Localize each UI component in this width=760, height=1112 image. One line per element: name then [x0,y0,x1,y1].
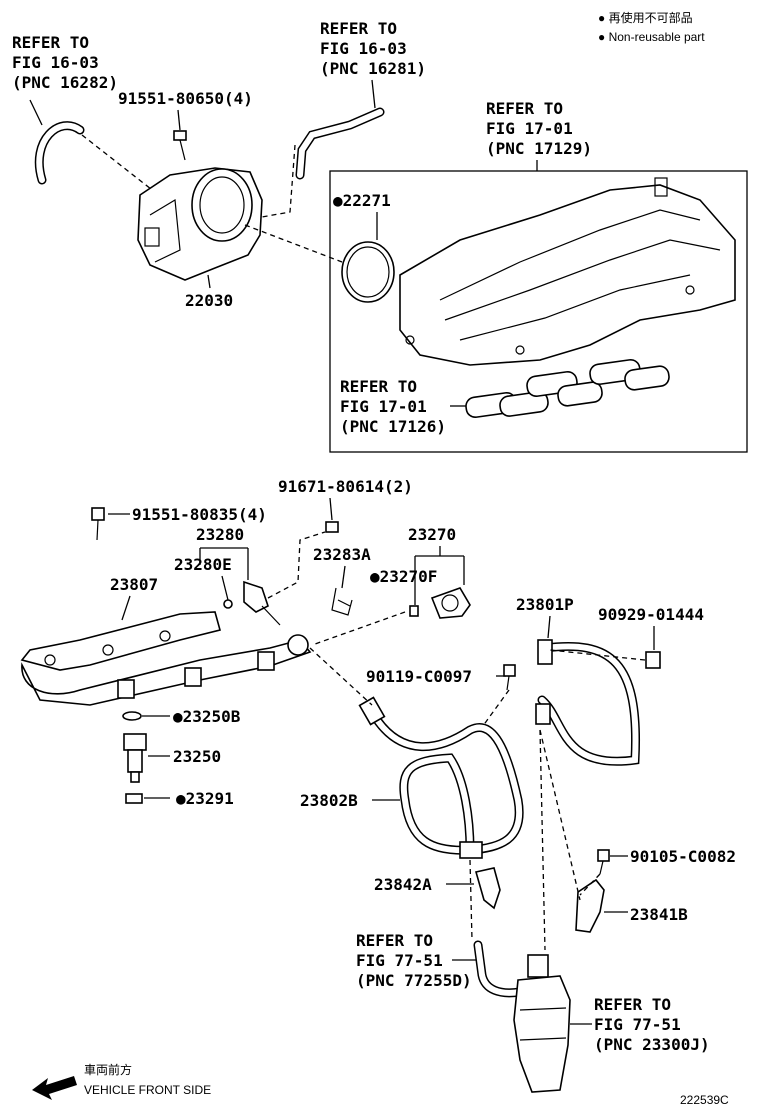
label-23842A: 23842A [374,875,432,894]
fuel-hose-23801P [535,639,641,766]
bracket-23841B [575,878,605,933]
front-label-en: VEHICLE FRONT SIDE [84,1083,211,1097]
svg-text:REFER TO: REFER TO [12,33,89,52]
label-23291: ●23291 [176,789,234,808]
manifold-gasket-17126 [465,358,670,419]
leader-to-77255D [469,859,473,941]
front-label-jp: 車両前方 [84,1062,132,1077]
intake-manifold [399,177,736,366]
label-91551-80650: 91551-80650(4) [118,89,253,108]
svg-text:FIG 77-51: FIG 77-51 [356,951,443,970]
seal-23291 [125,793,143,804]
bolt-91551-80835 [91,507,105,541]
label-91671-80614: 91671-80614(2) [278,477,413,496]
ref-fig-16-03-pnc-16281[interactable]: REFER TO FIG 16-03 (PNC 16281) [320,19,426,78]
bolt-91671-80614 [325,521,339,533]
illustration-id: 222539C [680,1093,729,1107]
bolt-91551-80650 [173,130,187,161]
leader-90929 [549,649,646,661]
ref-fig-16-03-pnc-16282[interactable]: REFER TO FIG 16-03 (PNC 16282) [12,33,118,92]
svg-text:REFER TO: REFER TO [340,377,417,396]
label-23270F: ●23270F [370,567,437,586]
pressure-sensor-23280 [223,580,281,626]
label-90119-C0097: 90119-C0097 [366,667,472,686]
label-23802B: 23802B [300,791,358,810]
label-23270: 23270 [408,525,456,544]
label-23807: 23807 [110,575,158,594]
svg-text:FIG 16-03: FIG 16-03 [12,53,99,72]
svg-text:FIG 77-51: FIG 77-51 [594,1015,681,1034]
label-90929-01444: 90929-01444 [598,605,704,624]
leader-23841B [539,729,601,901]
svg-text:(PNC 16281): (PNC 16281) [320,59,426,78]
svg-text:FIG 17-01: FIG 17-01 [340,397,427,416]
svg-text:REFER TO: REFER TO [486,99,563,118]
gasket-22271 [341,241,395,303]
svg-text:REFER TO: REFER TO [320,19,397,38]
hose-16282 [29,99,85,185]
bolt-90105-C0082 [597,849,610,875]
label-23841B: 23841B [630,905,688,924]
svg-text:(PNC 23300J): (PNC 23300J) [594,1035,710,1054]
svg-text:(PNC 77255D): (PNC 77255D) [356,971,472,990]
leader-to-pump [539,729,546,951]
fuel-pump-23300J [513,954,571,1093]
pressure-regulator-23270 [430,587,471,619]
legend-jp: ● 再使用不可部品 [598,10,693,25]
label-23250B: ●23250B [173,707,241,726]
svg-text:REFER TO: REFER TO [356,931,433,950]
label-23250: 23250 [173,747,221,766]
label-22030: 22030 [185,291,233,310]
label-23280: 23280 [196,525,244,544]
throttle-body-22030 [137,167,263,281]
leader-16281 [244,144,296,221]
ref-fig-77-51-pnc-23300J[interactable]: REFER TO FIG 77-51 (PNC 23300J) [594,995,710,1054]
clip-23283A [331,587,353,616]
svg-text:FIG 16-03: FIG 16-03 [320,39,407,58]
label-23280E: 23280E [174,555,232,574]
svg-text:REFER TO: REFER TO [594,995,671,1014]
fuel-hose-23802B [358,696,524,859]
svg-text:(PNC 17129): (PNC 17129) [486,139,592,158]
fuel-rail-23807 [20,611,312,706]
bracket-23842A [474,867,501,910]
svg-text:(PNC 16282): (PNC 16282) [12,73,118,92]
clip-90929-01444 [645,651,661,669]
hose-16281 [295,107,385,180]
o-ring-23250B [122,711,142,721]
bolt-90119-C0097 [503,664,516,691]
ref-fig-17-01-pnc-17126[interactable]: REFER TO FIG 17-01 (PNC 17126) [340,377,446,436]
leader-rail-hose [309,647,373,706]
ref-fig-17-01-pnc-17129[interactable]: REFER TO FIG 17-01 (PNC 17129) [486,99,592,158]
label-90105-C0082: 90105-C0082 [630,847,736,866]
legend-en: ● Non-reusable part [598,30,705,44]
leader-23280 [267,531,326,599]
svg-text:(PNC 17126): (PNC 17126) [340,417,446,436]
label-23801P: 23801P [516,595,574,614]
label-22271: ●22271 [333,191,391,210]
label-23283A: 23283A [313,545,371,564]
ref-fig-77-51-pnc-77255D[interactable]: REFER TO FIG 77-51 (PNC 77255D) [356,931,472,990]
injector-23250 [123,733,147,783]
leader-23270 [314,611,406,645]
svg-text:FIG 17-01: FIG 17-01 [486,119,573,138]
hose-77255D [473,940,525,998]
front-arrow-icon [32,1076,77,1100]
label-91551-80835: 91551-80835(4) [132,505,267,524]
intake-manifold-box [329,170,748,453]
o-ring-23270F [409,605,419,617]
